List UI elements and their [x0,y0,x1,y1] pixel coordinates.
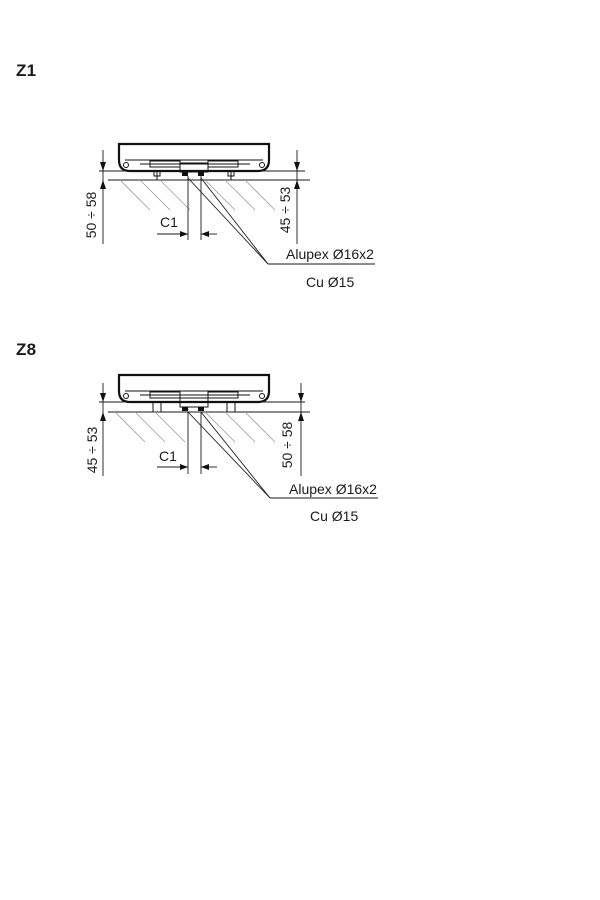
dimension-left-label-z8: 45 ÷ 53 [84,426,100,473]
floor-hatch-z8 [114,411,276,443]
dimension-c1-label-z8: C1 [159,448,177,464]
radiator-body-z8 [117,373,271,404]
dimension-c1-label-z1: C1 [160,214,178,230]
dimension-c1-z1 [157,176,217,240]
dimension-right-label-z1: 45 ÷ 53 [277,186,293,233]
pipe-cu-label-z8: Cu Ø15 [310,508,358,524]
floor-hatch-z1 [119,179,276,211]
pipe-leaders-z1 [187,177,375,265]
dimension-left-z1 [99,150,124,244]
dimension-left-label-z1: 50 ÷ 58 [83,191,99,238]
pipe-cu-label-z1: Cu Ø15 [306,274,354,290]
variant-title-z1: Z1 [16,61,37,80]
dimension-left-z8 [99,383,124,476]
dimension-right-z8 [262,383,305,476]
dimension-right-z1 [262,150,305,244]
dimension-right-label-z8: 50 ÷ 58 [279,421,295,468]
connection-diagram-z8: 45 ÷ 53 50 ÷ 58 C1 Alupex Ø16x2 Cu Ø15 [84,373,378,524]
radiator-body-z1 [117,142,271,173]
pipe-leaders-z8 [187,411,378,499]
connection-diagram-z1: 50 ÷ 58 45 ÷ 53 C1 Alupex Ø16x2 Cu Ø15 [83,142,375,290]
pipe-alupex-label-z1: Alupex Ø16x2 [286,246,374,262]
valve-block-z1 [153,162,235,180]
dimension-c1-z8 [157,412,217,474]
variant-title-z8: Z8 [16,340,37,359]
pipe-alupex-label-z8: Alupex Ø16x2 [289,481,377,497]
